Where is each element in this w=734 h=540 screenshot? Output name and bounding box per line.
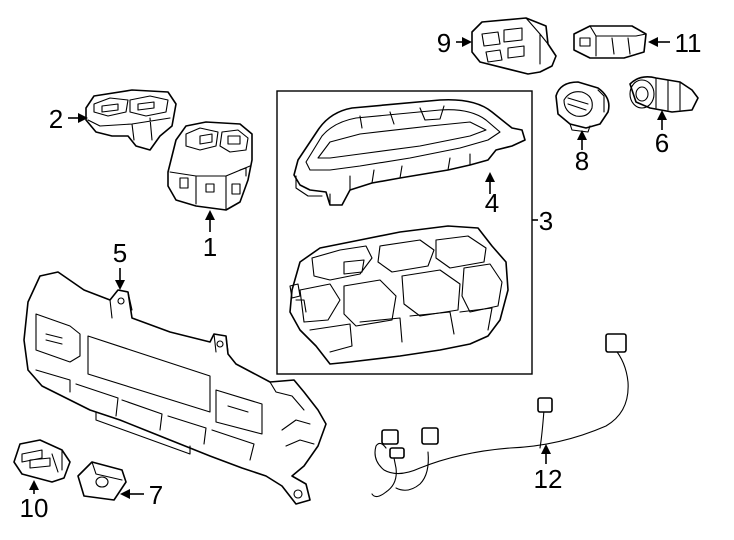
part-4-bezel: [293, 98, 526, 206]
connector-d: [381, 429, 399, 445]
connector-c: [421, 427, 439, 445]
part-3-switch-module: [289, 225, 509, 365]
callout-label-6: 6: [655, 128, 669, 158]
callout-label-2: 2: [49, 104, 63, 134]
callout-label-5: 5: [113, 238, 127, 268]
part-11-switch: [573, 25, 647, 59]
callout-label-4: 4: [485, 188, 499, 218]
callout-1-arrow: [205, 210, 215, 220]
callout-labels: 1 2 3 4 5 6 7 8 9 10 11 12: [20, 28, 702, 523]
callout-label-10: 10: [20, 493, 49, 523]
callout-11-arrow: [648, 37, 658, 47]
assembly-frame: [276, 90, 533, 375]
part-9-switch: [471, 17, 557, 75]
callout-7-arrow: [120, 489, 130, 499]
callout-4-arrow: [485, 172, 495, 182]
callout-label-12: 12: [534, 464, 563, 494]
part-5-faceplate: [23, 271, 327, 505]
callout-9-arrow: [462, 37, 472, 47]
callout-label-1: 1: [203, 232, 217, 262]
callout-5-arrow: [115, 280, 125, 290]
connector-b: [537, 397, 553, 413]
callout-10-arrow: [29, 480, 39, 490]
callout-8-arrow: [577, 130, 587, 140]
part-2-switch: [85, 89, 177, 151]
callouts: [29, 37, 670, 499]
part-10-switch: [13, 439, 71, 483]
part-8-knob: [555, 81, 610, 133]
callout-label-9: 9: [437, 28, 451, 58]
part-6-cylinder: [629, 76, 699, 113]
callout-label-8: 8: [575, 146, 589, 176]
connector-a: [605, 333, 627, 353]
part-7-switch: [77, 461, 127, 501]
part-1-switch: [167, 121, 253, 211]
part-12-wiring-harness: [371, 333, 629, 498]
callout-2-arrow: [78, 113, 88, 123]
callout-label-7: 7: [149, 480, 163, 510]
connector-e: [389, 447, 405, 459]
callout-label-3: 3: [539, 206, 553, 236]
callout-label-11: 11: [675, 28, 702, 58]
callout-6-arrow: [657, 110, 667, 120]
callout-12-arrow: [541, 444, 551, 454]
